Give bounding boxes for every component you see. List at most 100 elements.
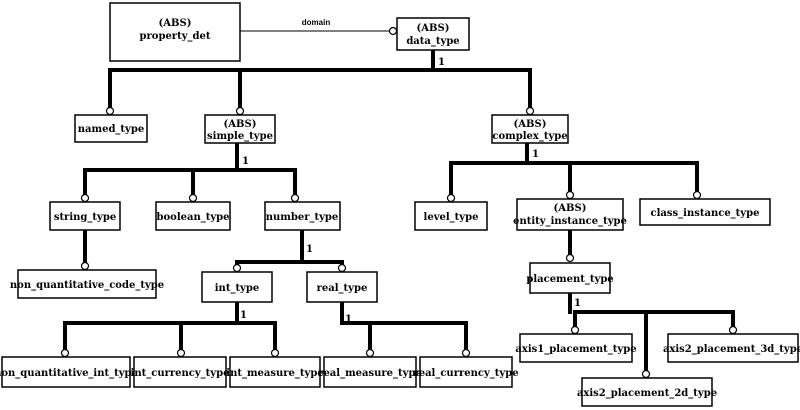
entity-name: int_measure_type — [226, 368, 323, 379]
connectors — [60, 26, 738, 379]
entity-name: int_type — [215, 283, 259, 294]
int-type-circle — [232, 263, 242, 273]
entity-name: axis1_placement_type — [515, 344, 636, 355]
number-type-cardinality: 1 — [306, 244, 313, 255]
real-type-circle — [337, 263, 347, 273]
entity-name: property_det — [140, 31, 211, 42]
entity-complex-type[interactable]: (ABS) complex_type — [491, 114, 569, 144]
entity-abs-label: (ABS) — [159, 18, 192, 29]
entity-box — [396, 17, 470, 51]
entity-box — [419, 356, 513, 388]
entity-real-currency-type[interactable]: real_currency_type — [413, 356, 519, 388]
entity-name: string_type — [54, 212, 116, 223]
entity-name: complex_type — [492, 131, 567, 142]
annotations: domain 1 1 1 1 1 1 1 — [240, 18, 581, 325]
entity-placement-type[interactable]: placement_type — [526, 262, 614, 294]
number-type-circle — [290, 193, 300, 203]
entity-instance-type-circle — [565, 190, 575, 200]
entity-box — [264, 201, 341, 231]
entity-axis1-placement-type[interactable]: axis1_placement_type — [515, 333, 637, 363]
real-type-cardinality: 1 — [345, 314, 352, 325]
entity-name: data_type — [406, 36, 459, 47]
entity-box — [516, 198, 624, 231]
string-type-circle — [80, 193, 90, 203]
entity-name: level_type — [424, 212, 479, 223]
entity-name: number_type — [266, 212, 339, 223]
entity-name: boolean_type — [156, 212, 229, 223]
entity-number-type[interactable]: number_type — [264, 201, 341, 231]
entity-level-type[interactable]: level_type — [414, 201, 488, 231]
entity-property-det[interactable]: (ABS) property_det — [109, 2, 241, 62]
entity-name: entity_instance_type — [513, 216, 627, 227]
entity-abs-label: (ABS) — [514, 119, 547, 130]
entity-box — [414, 201, 488, 231]
entity-int-measure-type[interactable]: int_measure_type — [226, 356, 324, 388]
entity-box — [519, 333, 633, 363]
simple-type-circle — [235, 106, 245, 116]
entity-box — [74, 114, 148, 143]
entity-box — [306, 271, 378, 303]
entity-abs-label: (ABS) — [554, 203, 587, 214]
data-type-cardinality: 1 — [438, 57, 445, 68]
placement-type-circle — [565, 253, 575, 263]
entity-box — [581, 377, 713, 407]
named-type-circle — [105, 106, 115, 116]
simple-type-cardinality: 1 — [242, 156, 249, 167]
entity-box — [49, 201, 121, 231]
entity-axis2-placement-3d-type[interactable]: axis2_placement_3d_type — [663, 333, 800, 363]
entity-entity-instance-type[interactable]: (ABS) entity_instance_type — [513, 198, 627, 231]
entity-box — [155, 201, 231, 231]
real-currency-type-circle — [461, 348, 471, 358]
entity-string-type[interactable]: string_type — [49, 201, 121, 231]
entity-simple-type[interactable]: (ABS) simple_type — [204, 114, 276, 144]
entity-name: real_type — [317, 283, 368, 294]
entity-name: non_quantitative_int_type — [0, 368, 138, 379]
entity-name: real_measure_type — [318, 368, 422, 379]
entity-real-type[interactable]: real_type — [306, 271, 378, 303]
entity-name: real_currency_type — [413, 368, 518, 379]
level-type-circle — [446, 193, 456, 203]
real-measure-type-circle — [365, 348, 375, 358]
entity-non-quantitative-int-type[interactable]: non_quantitative_int_type — [0, 356, 138, 388]
entity-name: named_type — [78, 124, 144, 135]
entity-box — [17, 269, 157, 299]
complex-type-cardinality: 1 — [532, 149, 539, 160]
entity-int-currency-type[interactable]: int_currency_type — [131, 356, 230, 388]
entity-box — [204, 114, 276, 144]
entity-name: class_instance_type — [651, 208, 760, 219]
entity-name: placement_type — [526, 274, 613, 285]
int-type-cardinality: 1 — [240, 310, 247, 321]
entity-class-instance-type[interactable]: class_instance_type — [639, 198, 771, 226]
axis1-placement-type-circle — [570, 325, 580, 335]
entity-box — [229, 356, 321, 388]
complex-type-circle — [525, 106, 535, 116]
entity-name: non_quantitative_code_type — [10, 280, 164, 291]
entity-box — [529, 262, 611, 294]
entity-name: int_currency_type — [131, 368, 230, 379]
entity-abs-label: (ABS) — [417, 23, 450, 34]
entity-name: axis2_placement_3d_type — [663, 344, 800, 355]
entity-boolean-type[interactable]: boolean_type — [155, 201, 231, 231]
boolean-type-circle — [188, 193, 198, 203]
entity-int-type[interactable]: int_type — [201, 271, 273, 303]
entity-box — [1, 356, 131, 388]
entity-box — [667, 333, 799, 363]
entity-name: simple_type — [207, 131, 273, 142]
placement-type-cardinality: 1 — [574, 298, 581, 309]
entity-box — [109, 2, 241, 62]
domain-relation-end-circle — [388, 26, 398, 36]
entity-data-type[interactable]: (ABS) data_type — [396, 17, 470, 51]
non-quantitative-code-type-circle — [80, 261, 90, 271]
relation-label: domain — [302, 18, 331, 27]
entity-real-measure-type[interactable]: real_measure_type — [318, 356, 422, 388]
non-quantitative-int-type-circle — [60, 348, 70, 358]
axis2-placement-2d-type-circle — [641, 369, 651, 379]
entity-non-quantitative-code-type[interactable]: non_quantitative_code_type — [10, 269, 164, 299]
entity-named-type[interactable]: named_type — [74, 114, 148, 143]
entity-box — [491, 114, 569, 144]
entity-box — [133, 356, 227, 388]
entity-axis2-placement-2d-type[interactable]: axis2_placement_2d_type — [577, 377, 717, 407]
axis2-placement-3d-type-circle — [728, 325, 738, 335]
